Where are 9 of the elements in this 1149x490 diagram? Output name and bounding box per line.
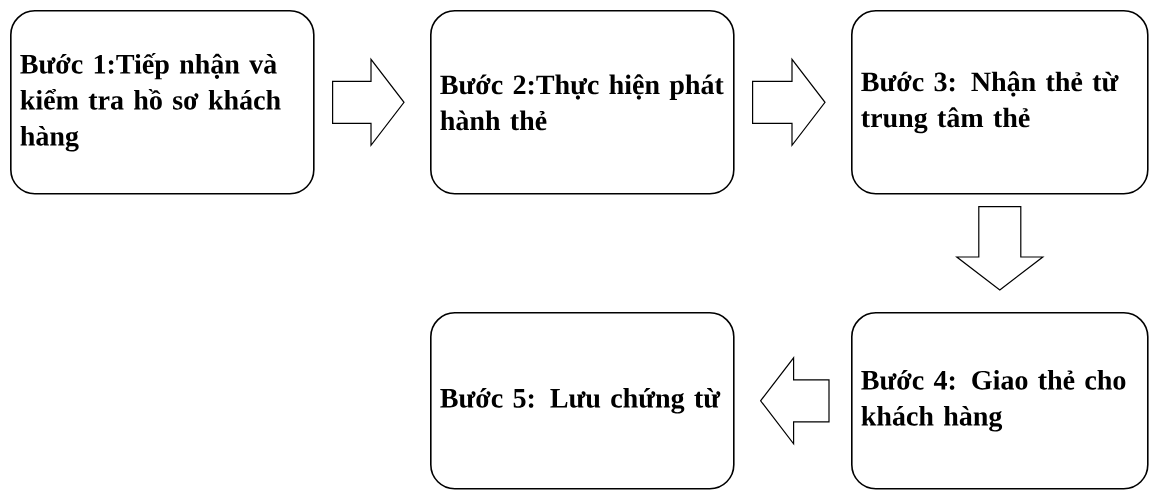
step-box: Bước 3: Nhận thẻ từ trung tâm thẻ [851,10,1149,195]
step-box: Bước 1:Tiếp nhận và kiểm tra hồ sơ khách hàng [10,10,315,195]
step-box: Bước 2:Thực hiện phát hành thẻ [430,10,735,195]
step-box: Bước 5: Lưu chứng từ [430,312,735,490]
block-arrow [332,57,405,148]
step-box: Bước 4: Giao thẻ cho khách hàng [851,312,1149,490]
block-arrow [955,206,1045,291]
block-arrow [752,57,826,148]
block-arrow [759,356,830,446]
